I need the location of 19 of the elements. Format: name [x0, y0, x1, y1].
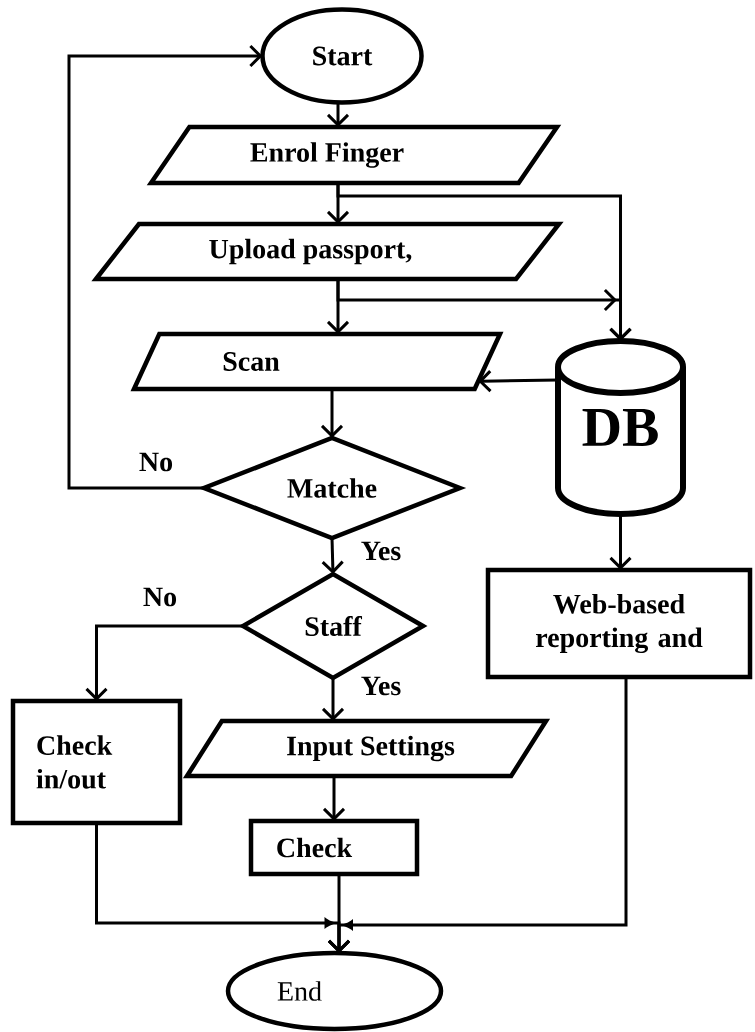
- process-box: Check in/out: [10, 698, 183, 826]
- database-cylinder: DB: [555, 338, 686, 517]
- arrow: [322, 776, 346, 821]
- arrow: [67, 44, 263, 490]
- arrow: [336, 279, 632, 341]
- arrow: [326, 102, 350, 127]
- edge-label: Yes: [359, 540, 403, 562]
- arrow: [85, 624, 243, 701]
- process-box: Check: [248, 818, 420, 877]
- arrow: [321, 537, 344, 574]
- arrow: [320, 389, 344, 438]
- arrow: [321, 678, 345, 721]
- process-box: Web-based reporting and: [485, 567, 753, 680]
- edge-label: No: [141, 586, 179, 608]
- terminator-oval: Start: [260, 7, 424, 105]
- edge-label: No: [137, 451, 175, 473]
- arrow: [327, 677, 628, 953]
- arrow: [609, 514, 632, 570]
- terminator-oval: End: [225, 950, 444, 1032]
